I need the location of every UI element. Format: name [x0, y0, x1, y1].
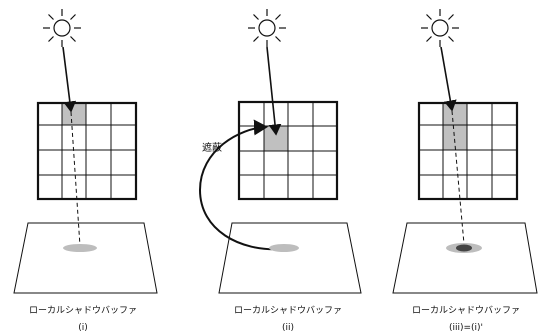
caption: ローカルシャドウバッファ	[29, 305, 137, 316]
panel-2: 遮蔽 ローカルシャドウバッファ (ii)	[198, 9, 362, 333]
shadow-buffer-grid	[36, 101, 138, 201]
sun-icon	[421, 9, 459, 47]
ground-plane	[392, 222, 538, 294]
occlusion-label: 遮蔽	[202, 141, 222, 154]
shadow-buffer-grid	[237, 100, 339, 201]
panel-3: ローカルシャドウバッファ (iii)=(i)'	[392, 9, 538, 333]
ground-plane	[218, 222, 362, 294]
plane-shadow	[269, 244, 299, 252]
light-ray	[62, 46, 77, 113]
caption: ローカルシャドウバッファ	[234, 305, 342, 316]
ground-plane	[13, 222, 158, 294]
plane-shadow-dark	[456, 244, 472, 252]
light-ray-dashed	[70, 111, 81, 247]
sublabel: (ii)	[282, 323, 294, 333]
light-ray-dashed	[451, 110, 465, 245]
highlight-cell	[62, 103, 86, 125]
sun-icon	[43, 9, 81, 47]
occlusion-arrow	[198, 119, 283, 251]
plane-shadow	[63, 244, 97, 252]
panel-1: ローカルシャドウバッファ (i)	[13, 9, 158, 333]
sun-icon	[248, 9, 286, 47]
sublabel: (iii)=(i)'	[449, 323, 483, 333]
shadow-buffer-grid	[417, 101, 519, 201]
caption: ローカルシャドウバッファ	[412, 305, 520, 316]
highlight-cell	[443, 103, 467, 150]
light-ray	[440, 46, 457, 112]
light-ray	[266, 46, 282, 136]
sublabel: (i)	[78, 323, 88, 333]
